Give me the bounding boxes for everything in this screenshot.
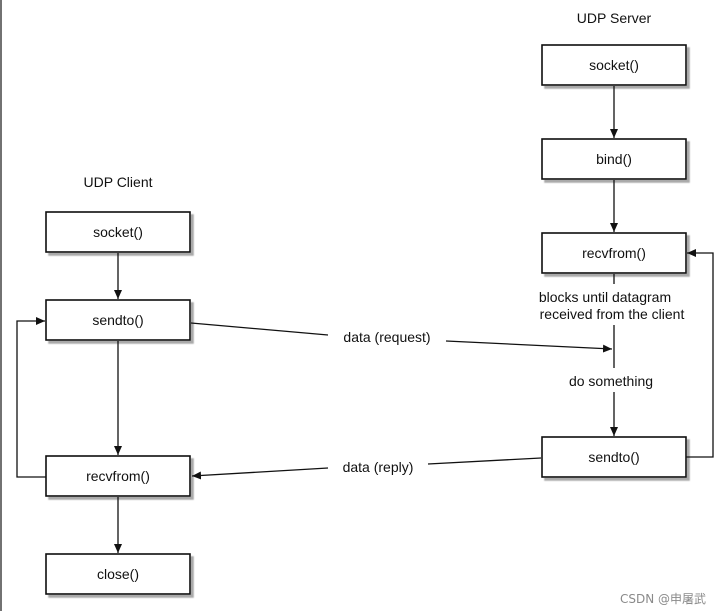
request-arrow-right-segment: [445, 340, 613, 353]
server-bind-label: bind(): [596, 151, 632, 167]
client-close-box: [45, 553, 191, 595]
reply-label: data (reply): [343, 459, 414, 475]
server-recvfrom-box: [541, 232, 687, 274]
client-close-node: close(): [45, 553, 191, 595]
client-socket-label: socket(): [93, 224, 143, 240]
server-recvfrom-node: recvfrom(): [541, 232, 687, 274]
server-sendto-label: sendto(): [588, 449, 639, 465]
watermark-text: CSDN @申屠武: [620, 592, 706, 606]
client-sendto-label: sendto(): [92, 312, 143, 328]
client-recvfrom-box: [45, 455, 191, 497]
server-socket-label: socket(): [589, 57, 639, 73]
reply-arrow-right-segment: [427, 457, 542, 465]
client-socket-box: [45, 211, 191, 253]
client-recvfrom-label: recvfrom(): [86, 468, 150, 484]
client-sendto-box: [45, 299, 191, 341]
request-label: data (request): [343, 329, 430, 345]
server-sendto-node: sendto(): [541, 436, 687, 478]
server-socket-node: socket(): [541, 44, 687, 86]
server-socket-box: [541, 44, 687, 86]
client-socket-node: socket(): [45, 211, 191, 253]
request-arrow-left-segment: [190, 322, 329, 336]
client-recvfrom-node: recvfrom(): [45, 455, 191, 497]
reply-arrow-left-segment: [191, 467, 329, 480]
server-bind-box: [541, 138, 687, 180]
server-loop-back-arrow: [686, 249, 714, 458]
blocks-until-text-line1: blocks until datagram: [539, 289, 671, 305]
server-bind-node: bind(): [541, 138, 687, 180]
server-recvfrom-label: recvfrom(): [582, 245, 646, 261]
client-loop-back-arrow: [16, 317, 46, 478]
do-something-text: do something: [569, 373, 653, 389]
client-heading: UDP Client: [84, 174, 153, 190]
server-heading: UDP Server: [577, 10, 652, 26]
blocks-until-text-line2: received from the client: [540, 306, 685, 322]
client-sendto-node: sendto(): [45, 299, 191, 341]
client-close-label: close(): [97, 566, 139, 582]
